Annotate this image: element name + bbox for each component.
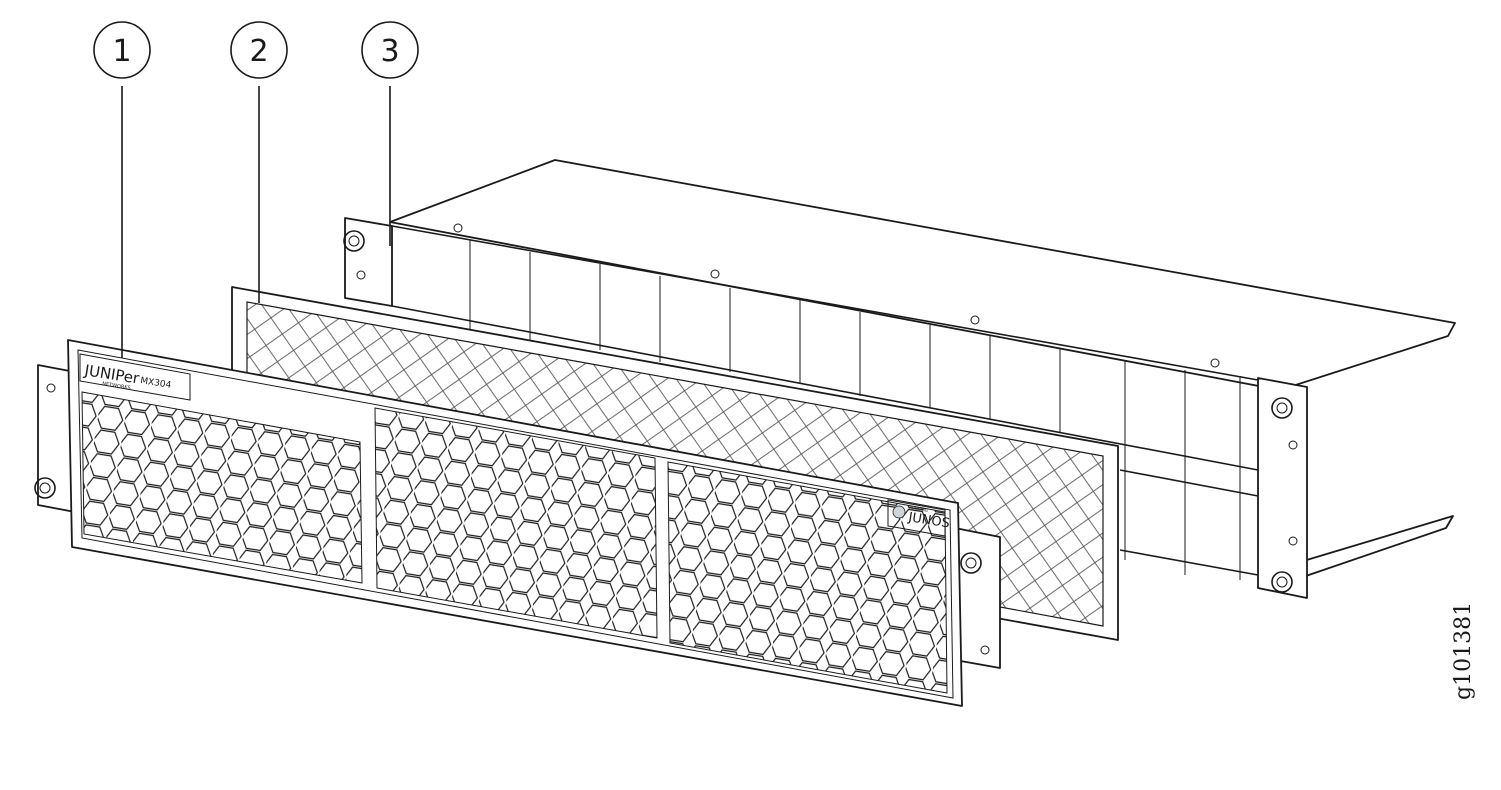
model-label: MX304 [140, 376, 173, 391]
callout-3-number: 3 [380, 34, 399, 69]
callout-1-number: 1 [112, 34, 131, 69]
os-subtitle: RUNNING [909, 505, 929, 513]
os-wordmark: JUNOS [906, 510, 950, 531]
callout-2: 2 [230, 21, 288, 303]
junos-badge: RUNNING JUNOS [887, 499, 951, 537]
filter-tray-frame [391, 223, 1259, 580]
callout-3: 3 [361, 21, 419, 246]
bezel-hex-grille [81, 391, 948, 694]
callout-1: 1 [93, 21, 151, 358]
brand-subtitle: NETWORKS [102, 381, 131, 391]
junos-emblem-icon [892, 505, 906, 519]
figure-id: g101381 [1451, 602, 1476, 700]
juniper-logo-badge: JUNIPer NETWORKS MX304 [79, 353, 191, 401]
bezel: JUNIPer NETWORKS MX304 RUNNING JUNOS [34, 339, 1001, 707]
filter-tray [343, 159, 1456, 599]
callout-2-number: 2 [249, 34, 268, 69]
